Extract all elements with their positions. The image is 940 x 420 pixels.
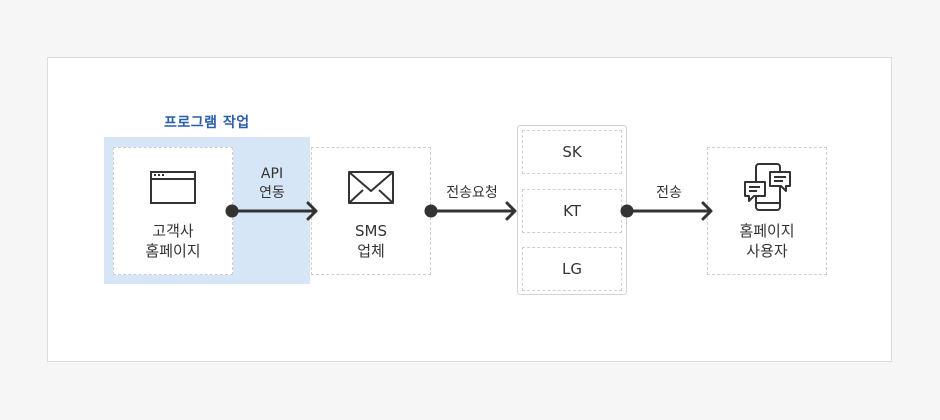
browser-window-dots <box>154 174 164 176</box>
phone-chat-icon <box>744 163 791 211</box>
request-arrow <box>424 201 517 221</box>
sms-label-line1: SMS <box>355 222 387 240</box>
request-edge-label: 전송요청 <box>446 185 498 201</box>
carrier-lg: LG <box>522 247 622 291</box>
homepage-user-label: 홈페이지 사용자 <box>707 221 827 261</box>
customer-homepage-label: 고객사 홈페이지 <box>113 221 233 261</box>
customer-label-line2: 홈페이지 <box>145 242 201 260</box>
api-label-line1: API <box>260 166 284 182</box>
user-label-line1: 홈페이지 <box>739 222 795 240</box>
program-work-label: 프로그램 작업 <box>164 115 250 131</box>
carrier-sk: SK <box>522 130 622 174</box>
send-arrow <box>620 201 713 221</box>
sms-company-label: SMS 업체 <box>311 221 431 261</box>
send-edge-label: 전송 <box>656 185 682 201</box>
api-arrow <box>225 201 318 221</box>
carrier-kt: KT <box>522 189 622 233</box>
sms-label-line2: 업체 <box>357 242 385 260</box>
browser-window-icon <box>150 171 196 204</box>
envelope-icon <box>348 171 394 204</box>
api-edge-label: API 연동 <box>242 165 302 203</box>
user-label-line2: 사용자 <box>746 242 788 260</box>
customer-label-line1: 고객사 <box>152 222 194 240</box>
api-label-line2: 연동 <box>259 185 285 201</box>
